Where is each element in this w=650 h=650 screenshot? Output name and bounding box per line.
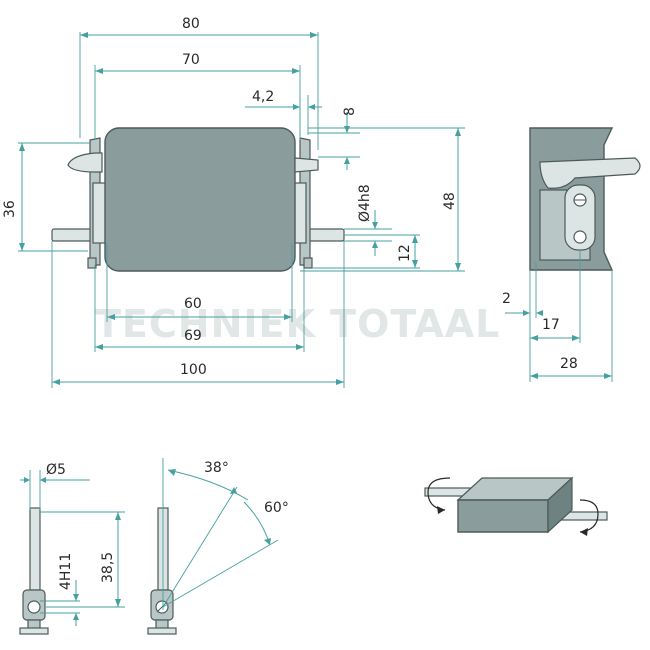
label-60: 60 xyxy=(184,296,202,312)
shaft-base xyxy=(19,627,49,635)
dim-d4h8: Ø4h8 xyxy=(344,184,392,256)
dim-d5: Ø5 xyxy=(20,462,90,510)
shaft-view xyxy=(19,507,49,635)
angle-base xyxy=(147,627,177,635)
dim-12: 12 xyxy=(312,234,420,269)
dim-48: 48 xyxy=(300,127,465,272)
rotate-arrow-left-icon xyxy=(427,477,451,511)
label-38-5: 38,5 xyxy=(100,552,116,583)
dim-38-5: 38,5 xyxy=(40,511,125,608)
rot-box-side xyxy=(547,476,573,534)
left-lever xyxy=(67,152,103,173)
label-17: 17 xyxy=(542,317,560,333)
label-4-2: 4,2 xyxy=(252,89,274,105)
label-28: 28 xyxy=(560,356,578,372)
angle-construction: 38° 60° xyxy=(162,458,289,610)
rotate-arrow-right-icon xyxy=(579,499,599,533)
shaft-rod xyxy=(29,507,41,591)
label-38deg: 38° xyxy=(204,460,229,476)
label-4h11: 4H11 xyxy=(58,553,74,590)
label-36: 36 xyxy=(2,200,18,218)
label-d4h8: Ø4h8 xyxy=(357,184,373,222)
label-100: 100 xyxy=(180,362,207,378)
label-2: 2 xyxy=(502,291,511,307)
label-80: 80 xyxy=(182,16,200,32)
right-lever xyxy=(294,157,319,173)
side-lever xyxy=(539,157,641,189)
label-48: 48 xyxy=(442,192,458,210)
dim-4-2: 4,2 xyxy=(245,89,322,135)
shaft-cross-hole xyxy=(27,600,41,614)
dim-side-2: 2 xyxy=(502,262,543,382)
rot-box-front xyxy=(457,499,549,533)
right-foot xyxy=(303,257,313,269)
label-d5: Ø5 xyxy=(46,462,66,478)
label-60deg: 60° xyxy=(264,500,289,516)
label-8: 8 xyxy=(342,107,358,116)
main-front-view xyxy=(51,127,345,272)
side-view xyxy=(529,127,641,271)
angle-view xyxy=(147,507,177,635)
watermark: TECHNIEK TOTAAL xyxy=(95,302,500,346)
rotation-view xyxy=(424,476,608,536)
label-70: 70 xyxy=(182,52,200,68)
dim-69: 69 xyxy=(94,265,305,352)
dim-4h11: 4H11 xyxy=(40,553,80,626)
dim-side-28: 28 xyxy=(530,270,613,382)
dim-60: 60 xyxy=(106,243,293,322)
switch-body xyxy=(104,127,296,272)
side-hole-bottom xyxy=(573,230,587,244)
dim-side-17: 17 xyxy=(530,250,581,343)
dim-36: 36 xyxy=(2,142,90,252)
label-69: 69 xyxy=(184,328,202,344)
dim-100: 100 xyxy=(51,241,345,388)
dim-80: 80 xyxy=(79,16,319,150)
left-foot xyxy=(87,257,97,269)
label-12: 12 xyxy=(397,244,413,262)
